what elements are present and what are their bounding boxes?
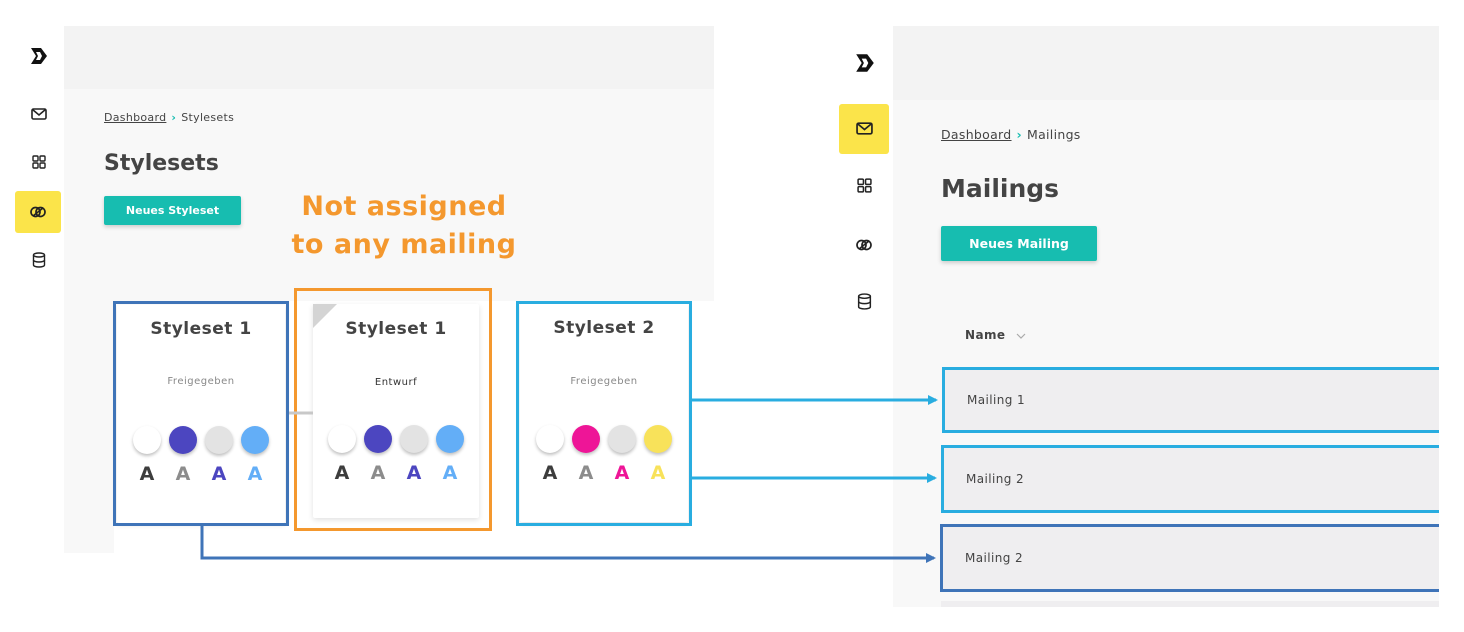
mailing-row-1[interactable]: Mailing 1 [945, 370, 1439, 430]
chevron-down-icon [1016, 329, 1026, 343]
main-content [893, 100, 1439, 607]
swatch [536, 425, 564, 453]
color-swatches [520, 425, 688, 453]
color-swatches [117, 426, 285, 454]
font-sample: A [442, 462, 458, 484]
sidebar-item-mailings[interactable] [839, 104, 889, 154]
main-content-lower [64, 301, 114, 553]
swatch [328, 425, 356, 453]
styleset-icon [29, 203, 47, 222]
font-sample: A [334, 462, 350, 484]
swatch [572, 425, 600, 453]
font-sample: A [614, 462, 630, 484]
top-bar [64, 26, 714, 89]
draft-corner-marker [313, 304, 337, 328]
breadcrumb: Dashboard › Mailings [941, 127, 1081, 142]
highlight-mailing-2 [941, 445, 1439, 513]
highlight-mailing-3 [940, 524, 1439, 592]
grid-icon [32, 154, 46, 173]
mailing-name: Mailing 2 [965, 551, 1023, 565]
card-title: Styleset 1 [150, 319, 252, 339]
card-title: Styleset 1 [345, 319, 447, 339]
breadcrumb-current: Stylesets [181, 111, 235, 124]
font-sample: A [139, 463, 155, 485]
swatch [133, 426, 161, 454]
column-header-label: Name [965, 328, 1006, 342]
top-bar [893, 26, 1439, 100]
swatch [364, 425, 392, 453]
breadcrumb: Dashboard › Stylesets [104, 111, 234, 124]
font-samples: A A A A [520, 462, 688, 484]
sidebar-item-templates[interactable] [839, 165, 889, 209]
breadcrumb-link-dashboard[interactable]: Dashboard [104, 111, 167, 124]
chevron-right-icon: › [171, 111, 177, 124]
main-content [64, 89, 714, 301]
font-sample: A [247, 463, 263, 485]
highlight-unassigned-styleset [294, 288, 492, 531]
sidebar-item-data[interactable] [14, 240, 64, 284]
font-sample: A [406, 462, 422, 484]
styleset-card-2[interactable]: Styleset 1 Entwurf A A A A [313, 304, 479, 518]
mailing-row-2[interactable]: Mailing 2 [944, 448, 1439, 510]
swatch [644, 425, 672, 453]
mail-icon [855, 120, 873, 139]
swatch [241, 426, 269, 454]
annotation-not-assigned: Not assigned to any mailing [291, 191, 517, 260]
card-status: Freigegeben [570, 376, 638, 387]
highlight-styleset-2 [516, 301, 692, 526]
swatch [169, 426, 197, 454]
swatch [436, 425, 464, 453]
font-samples: A A A A [313, 462, 479, 484]
page-title: Stylesets [104, 151, 219, 176]
database-icon [857, 292, 872, 314]
swatch [205, 426, 233, 454]
mailing-row-4-partial [941, 601, 1439, 607]
page-title: Mailings [941, 174, 1060, 203]
color-swatches [313, 425, 479, 453]
font-sample: A [175, 463, 191, 485]
grid-icon [856, 177, 872, 197]
highlight-styleset-1 [113, 301, 289, 526]
font-samples: A A A A [117, 463, 285, 485]
sidebar-item-stylesets[interactable] [839, 223, 889, 267]
styleset-icon [855, 236, 873, 255]
highlight-mailing-1 [942, 367, 1439, 433]
styleset-card-3[interactable]: Styleset 2 Freigegeben A A A A [520, 304, 688, 522]
swatch [608, 425, 636, 453]
column-header-name[interactable]: Name [965, 328, 1026, 343]
card-title: Styleset 2 [553, 318, 655, 338]
mailing-name: Mailing 2 [966, 472, 1024, 486]
font-sample: A [650, 462, 666, 484]
mail-icon [31, 105, 47, 124]
logo-icon[interactable] [29, 46, 49, 70]
sidebar-item-templates[interactable] [14, 141, 64, 185]
chevron-right-icon: › [1016, 127, 1022, 142]
swatch [400, 425, 428, 453]
font-sample: A [542, 462, 558, 484]
mailing-row-3[interactable]: Mailing 2 [943, 527, 1439, 589]
breadcrumb-link-dashboard[interactable]: Dashboard [941, 127, 1012, 142]
sidebar-item-stylesets[interactable] [15, 191, 61, 233]
logo-icon[interactable] [854, 52, 876, 78]
breadcrumb-current: Mailings [1026, 127, 1081, 142]
sidebar-item-data[interactable] [839, 281, 889, 325]
new-mailing-button[interactable]: Neues Mailing [941, 226, 1097, 261]
font-sample: A [578, 462, 594, 484]
mailing-name: Mailing 1 [967, 393, 1025, 407]
sidebar-item-mailings[interactable] [14, 92, 64, 136]
card-status: Entwurf [374, 377, 418, 388]
new-styleset-button[interactable]: Neues Styleset [104, 196, 241, 225]
database-icon [32, 252, 46, 272]
font-sample: A [370, 462, 386, 484]
styleset-card-1[interactable]: Styleset 1 Freigegeben A A A A [117, 305, 285, 523]
card-status: Freigegeben [167, 376, 235, 387]
font-sample: A [211, 463, 227, 485]
